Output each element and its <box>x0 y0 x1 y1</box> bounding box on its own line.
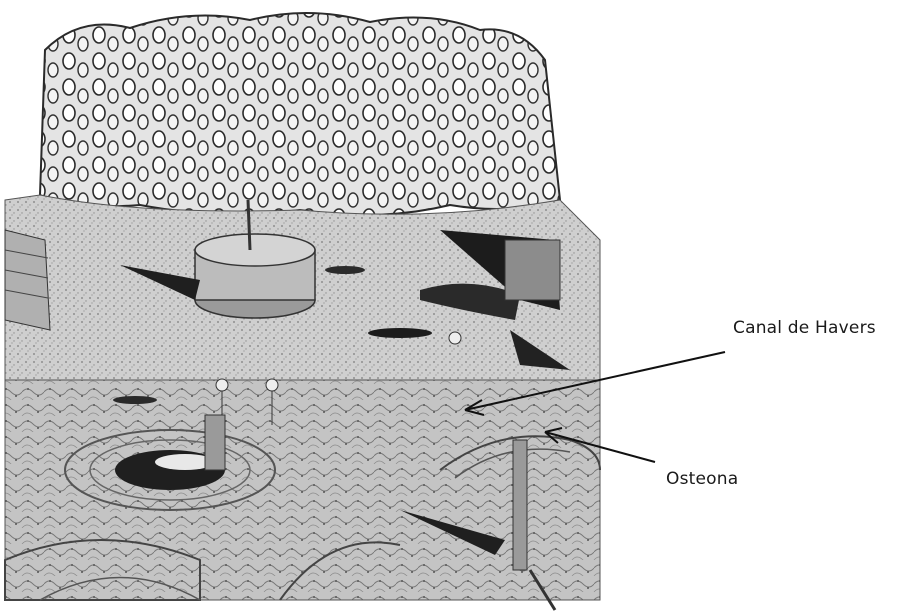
spongy-bone-region <box>40 13 560 215</box>
lamellar-bone-field <box>5 380 600 600</box>
osteona-label: Osteona <box>666 469 738 489</box>
canal-de-havers-label: Canal de Havers <box>733 318 876 338</box>
left-lamellae-edge <box>5 230 50 330</box>
